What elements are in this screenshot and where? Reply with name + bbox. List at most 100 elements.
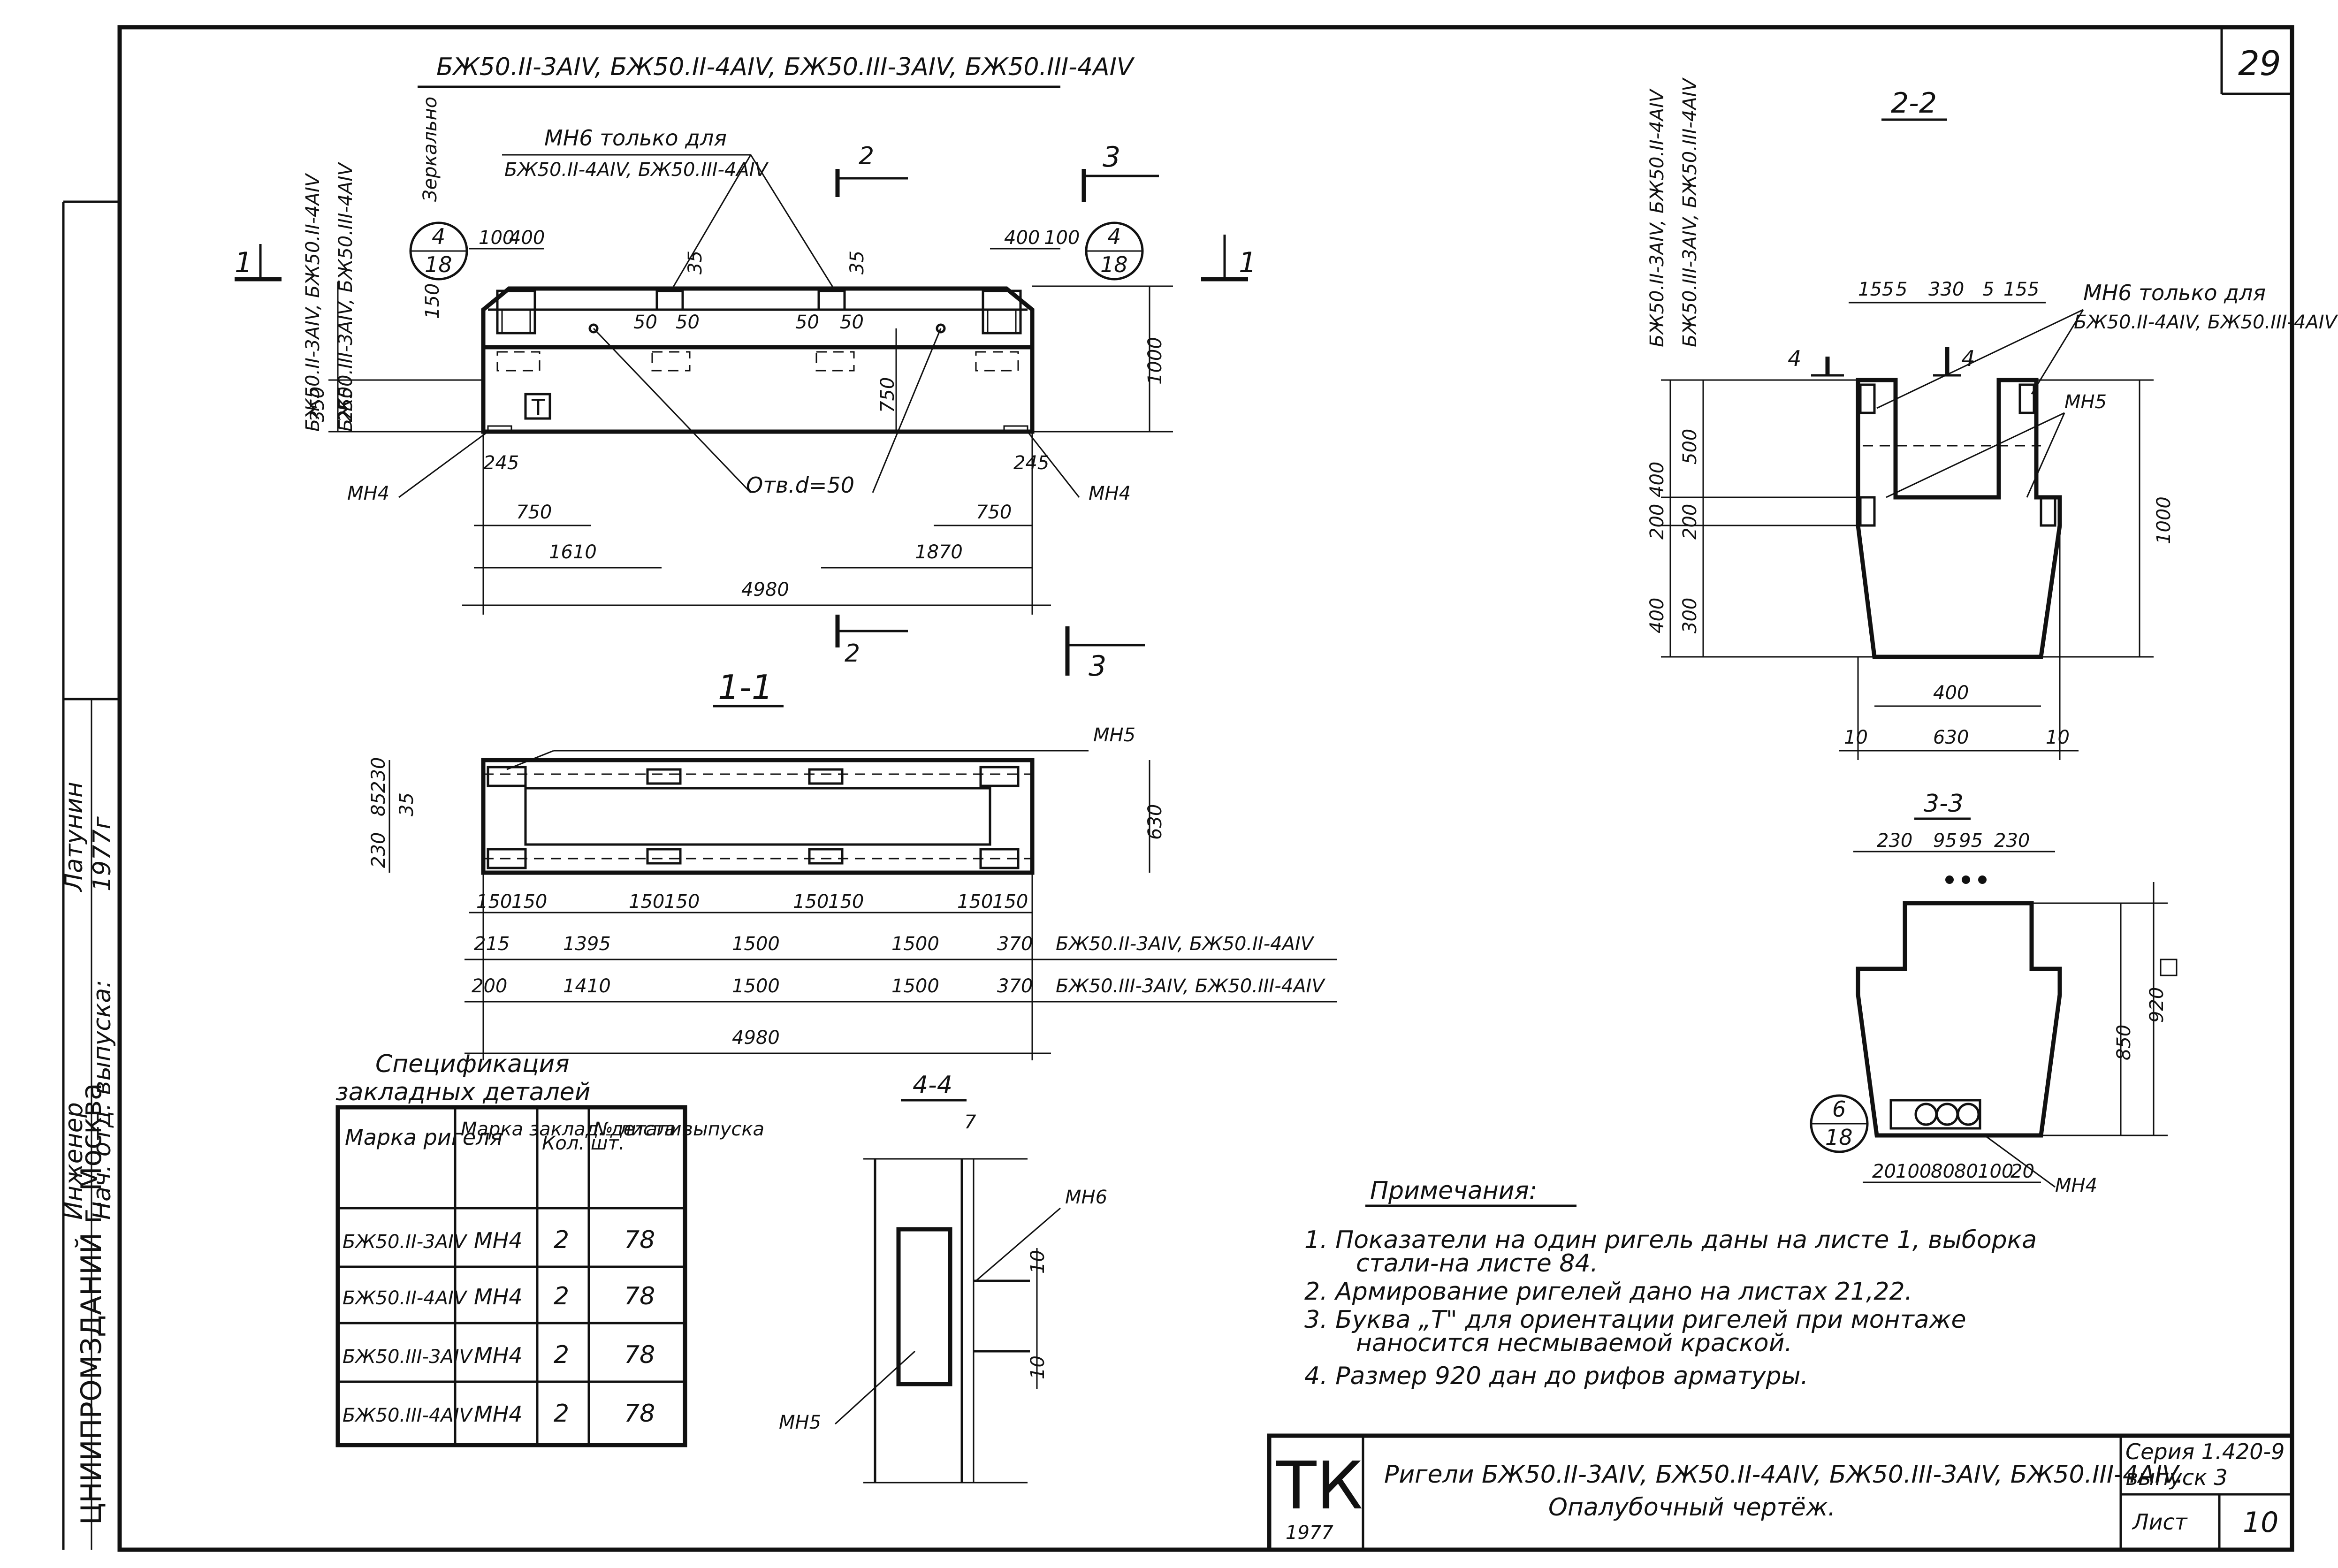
stamp-signer-name: Латунин [60,782,88,892]
svg-text:МН6 только для: МН6 только для [2083,280,2266,305]
left-stamp: ЦНИИПРОМЗДАНИЙ г. Москва Инженер Нач. от… [60,200,120,1550]
spec-row-2-col-1: МН4 [474,1343,523,1368]
svg-text:200: 200 [1646,504,1668,540]
section-mark-1-right: 1 [1201,235,1257,282]
svg-text:БЖ50.II-4АIV, БЖ50.III-4АIV: БЖ50.II-4АIV, БЖ50.III-4АIV [2074,312,2338,333]
svg-text:230: 230 [1994,830,2030,852]
svg-text:230: 230 [368,757,389,793]
svg-text:4: 4 [1107,224,1121,249]
sheet-number-box: 29 [2220,27,2292,95]
svg-text:35: 35 [846,251,868,274]
svg-text:6: 6 [1832,1096,1846,1122]
svg-text:1000: 1000 [2153,496,2175,544]
svg-text:750: 750 [877,377,899,413]
svg-text:80: 80 [1954,1161,1978,1182]
svg-text:80: 80 [1931,1161,1955,1182]
header-models: БЖ50.II-3АIV, БЖ50.II-4АIV, БЖ50.III-3АI… [436,53,1135,81]
spec-table: Спецификация закладных деталей Марка риг… [335,1050,764,1447]
svg-text:2: 2 [845,639,860,668]
title-series: Серия 1.420-9 [2125,1439,2285,1464]
title-sheet-value: 10 [2243,1506,2278,1539]
svg-text:150: 150 [422,283,443,319]
spec-title-1: Спецификация [375,1050,570,1078]
svg-text:100: 100 [1978,1161,2013,1182]
section-mark-2-top: 2 [835,142,908,197]
section-4-4: 4-4 7 10 10 МН6 МН5 [779,1071,1107,1484]
svg-text:200: 200 [472,975,507,997]
mn6-note: МН6 только для [544,125,727,151]
title-year: 1977 [1286,1522,1333,1544]
svg-text:4980: 4980 [741,579,789,601]
spec-header-1: Марка заклад. детали [461,1119,682,1140]
spec-row-2-col-2: 2 [554,1341,569,1369]
svg-text:Отв.d=50: Отв.d=50 [746,472,854,498]
title-line-2: Опалубочный чертёж. [1548,1493,1835,1522]
svg-text:215: 215 [474,933,510,955]
section33-title: 3-3 [1924,790,1964,818]
svg-text:95: 95 [1933,830,1957,852]
svg-text:230: 230 [368,832,389,868]
svg-text:35: 35 [685,251,706,274]
svg-text:330: 330 [1928,279,1964,300]
spec-row-1-col-0: БЖ50.II-4АIV [343,1287,468,1309]
svg-text:85: 85 [368,792,389,816]
section-mark-3-top: 3 [1081,141,1159,202]
svg-text:МН4: МН4 [2055,1175,2097,1196]
spec-row-2-col-0: БЖ50.III-3АIV [343,1346,473,1368]
section-mark-1-left: 1 [235,244,282,282]
svg-text:18: 18 [1825,1125,1853,1150]
svg-text:750: 750 [516,502,552,523]
title-logo: ТК [1276,1448,1363,1524]
svg-text:300: 300 [1679,598,1701,633]
svg-text:4980: 4980 [732,1027,780,1049]
svg-text:1000: 1000 [1144,337,1166,385]
svg-text:10: 10 [1027,1250,1049,1274]
svg-text:630: 630 [1144,804,1166,840]
svg-text:1870: 1870 [915,541,963,563]
left-vertical-models: БЖ50.II-3АIV, БЖ50.II-4АIV [302,173,324,432]
stamp-year: 1977г [88,816,116,891]
notes-title: Примечания: [1370,1177,1537,1205]
letter-t: Т [531,395,545,420]
svg-text:50: 50 [840,312,864,333]
svg-text:50: 50 [795,312,819,333]
svg-text:155: 155 [1858,279,1894,300]
mirror-label: Зеркально [419,97,441,202]
svg-text:35: 35 [396,792,418,816]
svg-text:5: 5 [1896,279,1907,300]
note-1: 1. Показатели на один ригель даны на лис… [1304,1226,2037,1254]
svg-text:20: 20 [1872,1161,1896,1182]
plan-outline [481,758,1035,875]
svg-text:БЖ50.III-3АIV, БЖ50.III-4АIV: БЖ50.III-3АIV, БЖ50.III-4АIV [1679,77,1701,347]
front-view: БЖ50.II-3АIV, БЖ50.II-4АIV БЖ50.III-3АIV… [235,125,1257,683]
svg-text:МН5: МН5 [2064,391,2107,413]
svg-text:370: 370 [997,975,1033,997]
spec-row-0-col-3: 78 [624,1226,655,1254]
svg-text:МН4: МН4 [347,483,389,504]
spec-header-0: Марка ригеля [345,1125,503,1150]
spec-row-3-col-1: МН4 [474,1401,523,1427]
svg-text:50: 50 [676,312,700,333]
plan-title: 1-1 [718,668,773,707]
svg-text:245: 245 [483,452,519,474]
plan-row2-models: БЖ50.III-3АIV, БЖ50.III-4АIV [1056,975,1325,997]
svg-text:400: 400 [1933,682,1969,704]
sheet-frame [117,25,2294,1552]
note-4: 4. Размер 920 дан до рифов арматуры. [1304,1362,1808,1390]
svg-text:Марка заклад. детали: Марка заклад. детали [461,1119,682,1140]
svg-text:50: 50 [633,312,657,333]
svg-text:200: 200 [1679,504,1701,540]
svg-text:1: 1 [235,246,252,279]
notes: Примечания: 1. Показатели на один ригель… [1304,1177,2037,1390]
svg-text:3: 3 [1089,650,1106,683]
svg-text:18: 18 [1100,252,1128,277]
svg-text:БЖ50.II-3АIV, БЖ50.II-4АIV: БЖ50.II-3АIV, БЖ50.II-4АIV [1646,88,1668,347]
svg-text:№ листа выпуска: № листа выпуска [593,1119,764,1140]
note-2: 2. Армирование ригелей дано на листах 21… [1304,1278,1912,1306]
svg-text:250: 250 [335,387,357,422]
spec-row-1-col-2: 2 [554,1282,569,1310]
beam-body [481,345,1035,434]
svg-text:4: 4 [432,224,445,249]
svg-text:230: 230 [1877,830,1912,852]
spec-row-2-col-3: 78 [624,1341,655,1369]
